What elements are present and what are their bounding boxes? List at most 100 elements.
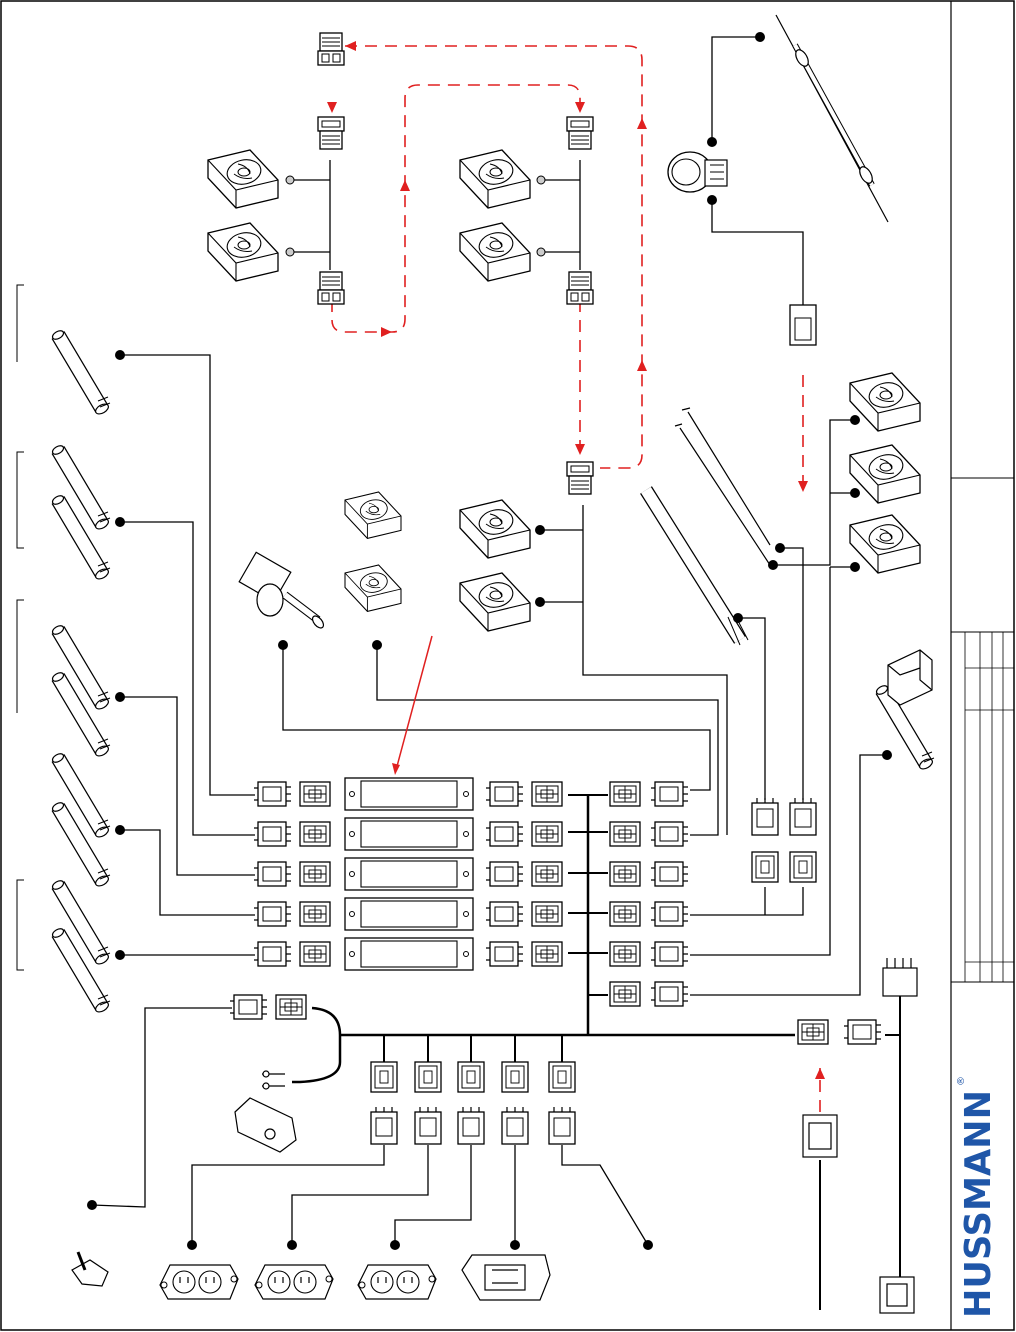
duplex-receptacle-icon — [357, 1264, 437, 1300]
connector-icon — [609, 981, 641, 1007]
connector-icon — [457, 1106, 485, 1145]
fan-icon — [459, 222, 531, 282]
connector-icon — [253, 901, 292, 927]
ballast-icon — [344, 937, 474, 971]
connector-icon — [650, 981, 689, 1007]
connector-icon — [275, 994, 307, 1020]
connector-icon — [253, 821, 292, 847]
right-connector-column — [609, 781, 689, 1007]
connector-icon — [609, 821, 641, 847]
connector-icon — [299, 901, 331, 927]
connector-icon — [650, 821, 689, 847]
connector-icon — [789, 797, 817, 836]
lamp-brackets — [16, 284, 24, 971]
lamp-tube-icon — [51, 801, 110, 888]
solenoid-valve-icon — [238, 551, 325, 629]
connector-icon — [229, 994, 268, 1020]
wiring — [91, 36, 901, 1310]
fan-icon — [344, 491, 402, 539]
connector-icon — [253, 941, 292, 967]
probe-sensor — [775, 14, 889, 223]
connector-icon — [299, 781, 331, 807]
connector-icon — [370, 1106, 398, 1145]
lamp-tube-icon — [51, 494, 110, 581]
switch-box — [234, 1097, 297, 1153]
lamp-tube-icon — [51, 879, 110, 966]
connector-icon — [414, 1061, 442, 1093]
connector-icon — [414, 1106, 442, 1145]
red-arrows — [327, 41, 825, 1079]
connector-icon — [843, 1019, 882, 1045]
junction-dots — [87, 32, 892, 1250]
connector-icon — [751, 851, 779, 883]
connector-icon — [566, 116, 594, 150]
lamp-tube-icon — [51, 752, 110, 839]
connector-icon — [531, 861, 563, 887]
connector-icon — [485, 861, 524, 887]
connector-icon — [531, 941, 563, 967]
connector-icon — [485, 821, 524, 847]
ballast-icon — [344, 817, 474, 851]
lamp-tube-icon — [51, 444, 110, 531]
hussmann-logo: HUSSMANN ® — [956, 1076, 999, 1318]
fan-icon — [207, 222, 279, 282]
fan-jumper-paths — [331, 45, 821, 1112]
ballast-icon — [344, 857, 474, 891]
connector-icon — [566, 461, 594, 495]
connector-icon — [789, 851, 817, 883]
connector-icon — [317, 32, 345, 66]
connector-icon — [797, 1019, 829, 1045]
ballast-pointer — [395, 635, 433, 771]
receptacles — [71, 1251, 551, 1301]
fan-icon — [459, 149, 531, 209]
fan-connectors — [317, 32, 594, 495]
connector-icon — [485, 781, 524, 807]
connector-icon — [299, 941, 331, 967]
connector-icon — [531, 901, 563, 927]
heater-connectors — [751, 797, 817, 883]
ballast-stack — [253, 777, 563, 971]
connector-icon — [317, 271, 345, 305]
connector-icon — [650, 901, 689, 927]
connector-icon — [609, 941, 641, 967]
lamp-tube-icon — [51, 329, 110, 416]
fan-icon — [459, 499, 531, 559]
connector-icon — [609, 781, 641, 807]
connector-icon — [299, 821, 331, 847]
fan-icon — [459, 572, 531, 632]
connector-icon — [253, 861, 292, 887]
connector-icon — [485, 941, 524, 967]
power-cord-connectors — [229, 958, 918, 1314]
connector-icon — [253, 781, 292, 807]
lamp-tube-icon — [51, 927, 110, 1014]
connector-icon — [317, 116, 345, 150]
connector-icon — [501, 1106, 529, 1145]
brand-name: HUSSMANN — [958, 1090, 999, 1318]
toggle-switch-icon — [71, 1251, 109, 1287]
connector-icon — [548, 1106, 576, 1145]
thermostat-icon — [667, 151, 728, 193]
connector-icon — [609, 861, 641, 887]
thermostat-block — [887, 649, 933, 706]
duplex-receptacle-icon — [159, 1264, 239, 1300]
connector-icon — [457, 1061, 485, 1093]
fan-icon — [849, 372, 921, 432]
gfci-receptacle-icon — [461, 1254, 551, 1301]
fan-icon — [849, 444, 921, 504]
heater-rod-icon — [640, 407, 771, 646]
ballast-icon — [344, 897, 474, 931]
connector-icon — [650, 861, 689, 887]
thermostat-plug — [789, 304, 817, 346]
lamp-tube-icon — [51, 671, 110, 758]
connector-icon — [609, 901, 641, 927]
connector-icon — [650, 941, 689, 967]
duplex-receptacle-icon — [254, 1264, 334, 1300]
fan-motors — [207, 149, 921, 632]
fan-icon — [207, 149, 279, 209]
connector-icon — [370, 1061, 398, 1093]
connector-icon — [566, 271, 594, 305]
registered-mark: ® — [956, 1076, 967, 1086]
connector-icon — [531, 781, 563, 807]
